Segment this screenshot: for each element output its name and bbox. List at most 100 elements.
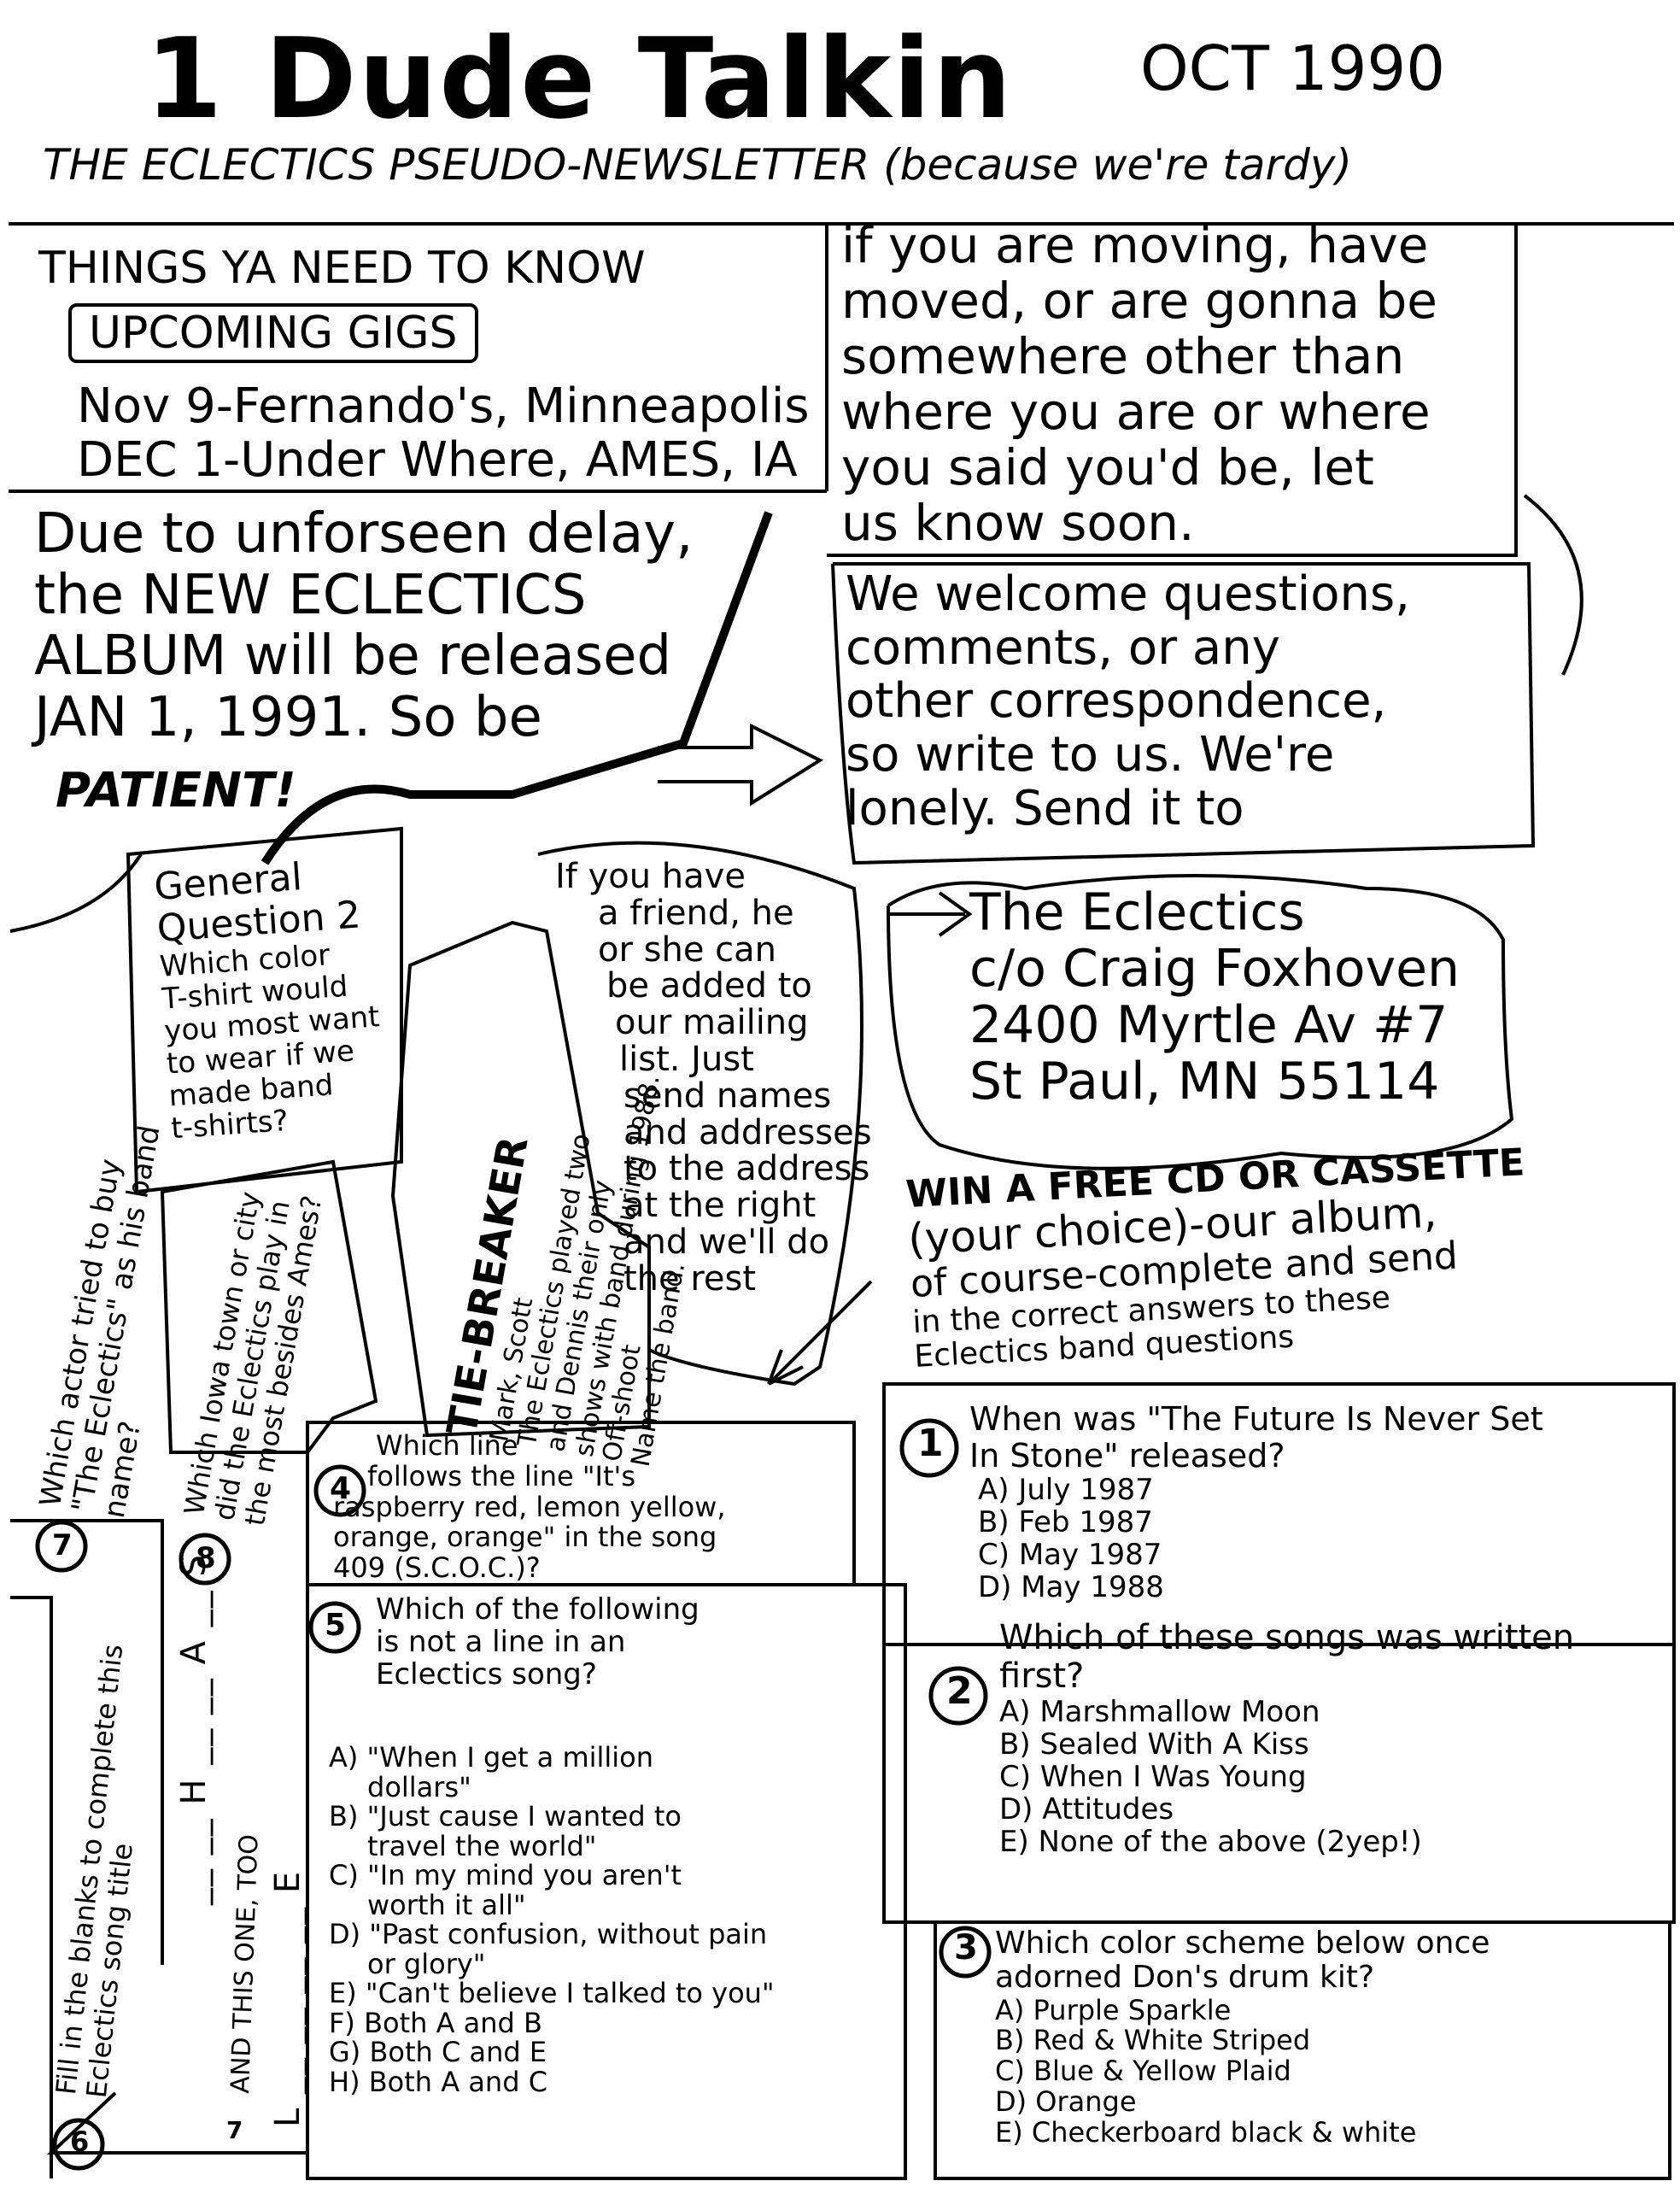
answer-option: F) Both A and B	[329, 2006, 542, 2039]
album-delay-notice: Due to unforseen delay, the NEW ECLECTIC…	[34, 502, 694, 750]
answer-option: C) May 1987	[978, 1538, 1162, 1573]
answer-option: E) Checkerboard black & white	[995, 2115, 1417, 2149]
general-question: General Question 2 Which color T-shirt w…	[153, 852, 388, 1146]
answer-option: D) "Past confusion, without pain	[329, 1918, 768, 1951]
q6-number: 6	[70, 2125, 90, 2158]
question-2: Which of these songs was written first? …	[999, 1619, 1574, 1858]
answer-option: H) Both A and C	[329, 2066, 548, 2099]
answer-option: B) Feb 1987	[978, 1505, 1153, 1540]
friend-notice: If you have a friend, he or she can be a…	[555, 859, 872, 1298]
album-line: JAN 1, 1991. So be	[34, 686, 542, 750]
question-3: Which color scheme below once adorned Do…	[995, 1926, 1490, 2149]
question-4: Which line follows the line "It's raspbe…	[333, 1429, 726, 1584]
moving-line: us know soon.	[841, 493, 1195, 552]
answer-option: dollars"	[367, 1770, 471, 1803]
newsletter-title: 1 Dude Talkin	[145, 14, 1014, 144]
answer-option: B) Sealed With A Kiss	[999, 1727, 1309, 1762]
moving-line: somewhere other than	[841, 326, 1405, 385]
q7-number: 7	[52, 1528, 73, 1563]
question-text: is not a line in an	[376, 1625, 626, 1660]
friend-line: and we'll do	[623, 1222, 830, 1262]
q4-number: 4	[330, 1471, 352, 1506]
welcome-line: so write to us. We're	[846, 727, 1335, 783]
question-text: raspberry red, lemon yellow,	[333, 1490, 726, 1523]
question-text: Which of the following	[376, 1592, 700, 1627]
answer-option: A) July 1987	[978, 1473, 1154, 1508]
moving-line: moved, or are gonna be	[841, 271, 1437, 330]
answer-option: D) May 1988	[978, 1570, 1164, 1605]
friend-line: the rest	[623, 1258, 757, 1299]
question-text: Which color scheme below once	[995, 1926, 1490, 1961]
gig-item: Nov 9-Fernando's, Minneapolis	[77, 378, 810, 434]
q5-number: 5	[325, 1608, 347, 1643]
question-text: adorned Don's drum kit?	[995, 1960, 1375, 1996]
answer-option: C) "In my mind you aren't	[329, 1859, 682, 1892]
question-text: Eclectics song?	[376, 1657, 597, 1692]
question-text: Which of these songs was written	[999, 1618, 1575, 1657]
welcome-notice: We welcome questions, comments, or any o…	[846, 566, 1410, 836]
welcome-line: lonely. Send it to	[846, 780, 1244, 836]
album-line: ALBUM will be released	[34, 624, 672, 689]
upcoming-gigs-label: UPCOMING GIGS	[68, 303, 478, 364]
q3-number: 3	[954, 1928, 978, 1967]
friend-line: to the address	[623, 1149, 870, 1189]
friend-line: our mailing	[615, 1003, 809, 1043]
friend-line: send names	[623, 1076, 832, 1116]
album-line: Due to unforseen delay,	[34, 502, 694, 566]
friend-line: or she can	[598, 929, 777, 970]
question-text: follows the line "It's	[367, 1459, 635, 1492]
answer-option: A) "When I get a million	[329, 1741, 654, 1774]
address-line: c/o Craig Foxhoven	[969, 939, 1460, 999]
song-title-blanks-upper: __ __ H __ __ A __ S	[174, 1553, 214, 1905]
address-line: The Eclectics	[969, 882, 1305, 942]
friend-line: list. Just	[619, 1039, 754, 1079]
friend-line: If you have	[555, 857, 746, 896]
answer-option: B) "Just cause I wanted to	[329, 1800, 682, 1833]
gig-item: DEC 1-Under Where, AMES, IA	[77, 431, 798, 488]
question-1: When was "The Future Is Never Set In Sto…	[969, 1401, 1543, 1604]
address-line: St Paul, MN 55114	[969, 1052, 1440, 1111]
newsletter-subtitle: THE ECLECTICS PSEUDO-NEWSLETTER (because…	[43, 140, 1352, 190]
q7b-number: 7	[226, 2116, 243, 2144]
q8-number: 8	[196, 1541, 216, 1575]
contest-intro: WIN A FREE CD OR CASSETTE (your choice)-…	[904, 1140, 1534, 1375]
moving-notice: if you are moving, have moved, or are go…	[841, 218, 1437, 551]
answer-option: C) When I Was Young	[999, 1759, 1307, 1794]
friend-line: at the right	[623, 1186, 817, 1226]
friend-line: a friend, he	[598, 893, 794, 933]
question-text: In Stone" released?	[969, 1436, 1285, 1475]
question-text: first?	[999, 1656, 1085, 1696]
answer-option: D) Attitudes	[999, 1791, 1174, 1826]
moving-line: where you are or where	[841, 382, 1431, 441]
answer-option: E) None of the above (2yep!)	[999, 1824, 1422, 1859]
welcome-line: comments, or any	[846, 619, 1280, 676]
moving-line: if you are moving, have	[841, 216, 1429, 274]
newsletter-date: OCT 1990	[1140, 32, 1446, 104]
gigs-list: Nov 9-Fernando's, Minneapolis DEC 1-Unde…	[77, 378, 810, 488]
friend-line: be added to	[606, 966, 812, 1006]
welcome-line: We welcome questions,	[846, 566, 1410, 622]
answer-option: worth it all"	[367, 1888, 526, 1921]
question-text: When was "The Future Is Never Set	[969, 1400, 1543, 1438]
patient-label: PATIENT!	[56, 763, 296, 818]
answer-option: E) "Can't believe I talked to you"	[329, 1977, 775, 2010]
question-text: 409 (S.C.O.C.)?	[333, 1551, 541, 1585]
album-line: the NEW ECLECTICS	[34, 563, 587, 627]
question-5-options: A) "When I get a million dollars" B) "Ju…	[329, 1743, 775, 2097]
welcome-line: other correspondence,	[846, 673, 1387, 730]
answer-option: G) Both C and E	[329, 2036, 547, 2069]
answer-option: travel the world"	[367, 1829, 597, 1862]
answer-option: B) Red & White Striped	[995, 2024, 1311, 2057]
answer-option: A) Marshmallow Moon	[999, 1694, 1320, 1729]
address-line: 2400 Myrtle Av #7	[969, 995, 1449, 1055]
q1-number: 1	[917, 1422, 944, 1465]
q2-number: 2	[946, 1669, 973, 1713]
friend-line: and addresses	[623, 1112, 872, 1152]
mailing-address: The Eclectics c/o Craig Foxhoven 2400 My…	[969, 884, 1460, 1110]
answer-option: A) Purple Sparkle	[995, 1993, 1232, 2026]
answer-option: C) Blue & Yellow Plaid	[995, 2055, 1291, 2088]
question-5: Which of the following is not a line in …	[376, 1593, 700, 1691]
things-heading: THINGS YA NEED TO KNOW	[38, 243, 646, 294]
question-text: Which line	[376, 1429, 518, 1462]
